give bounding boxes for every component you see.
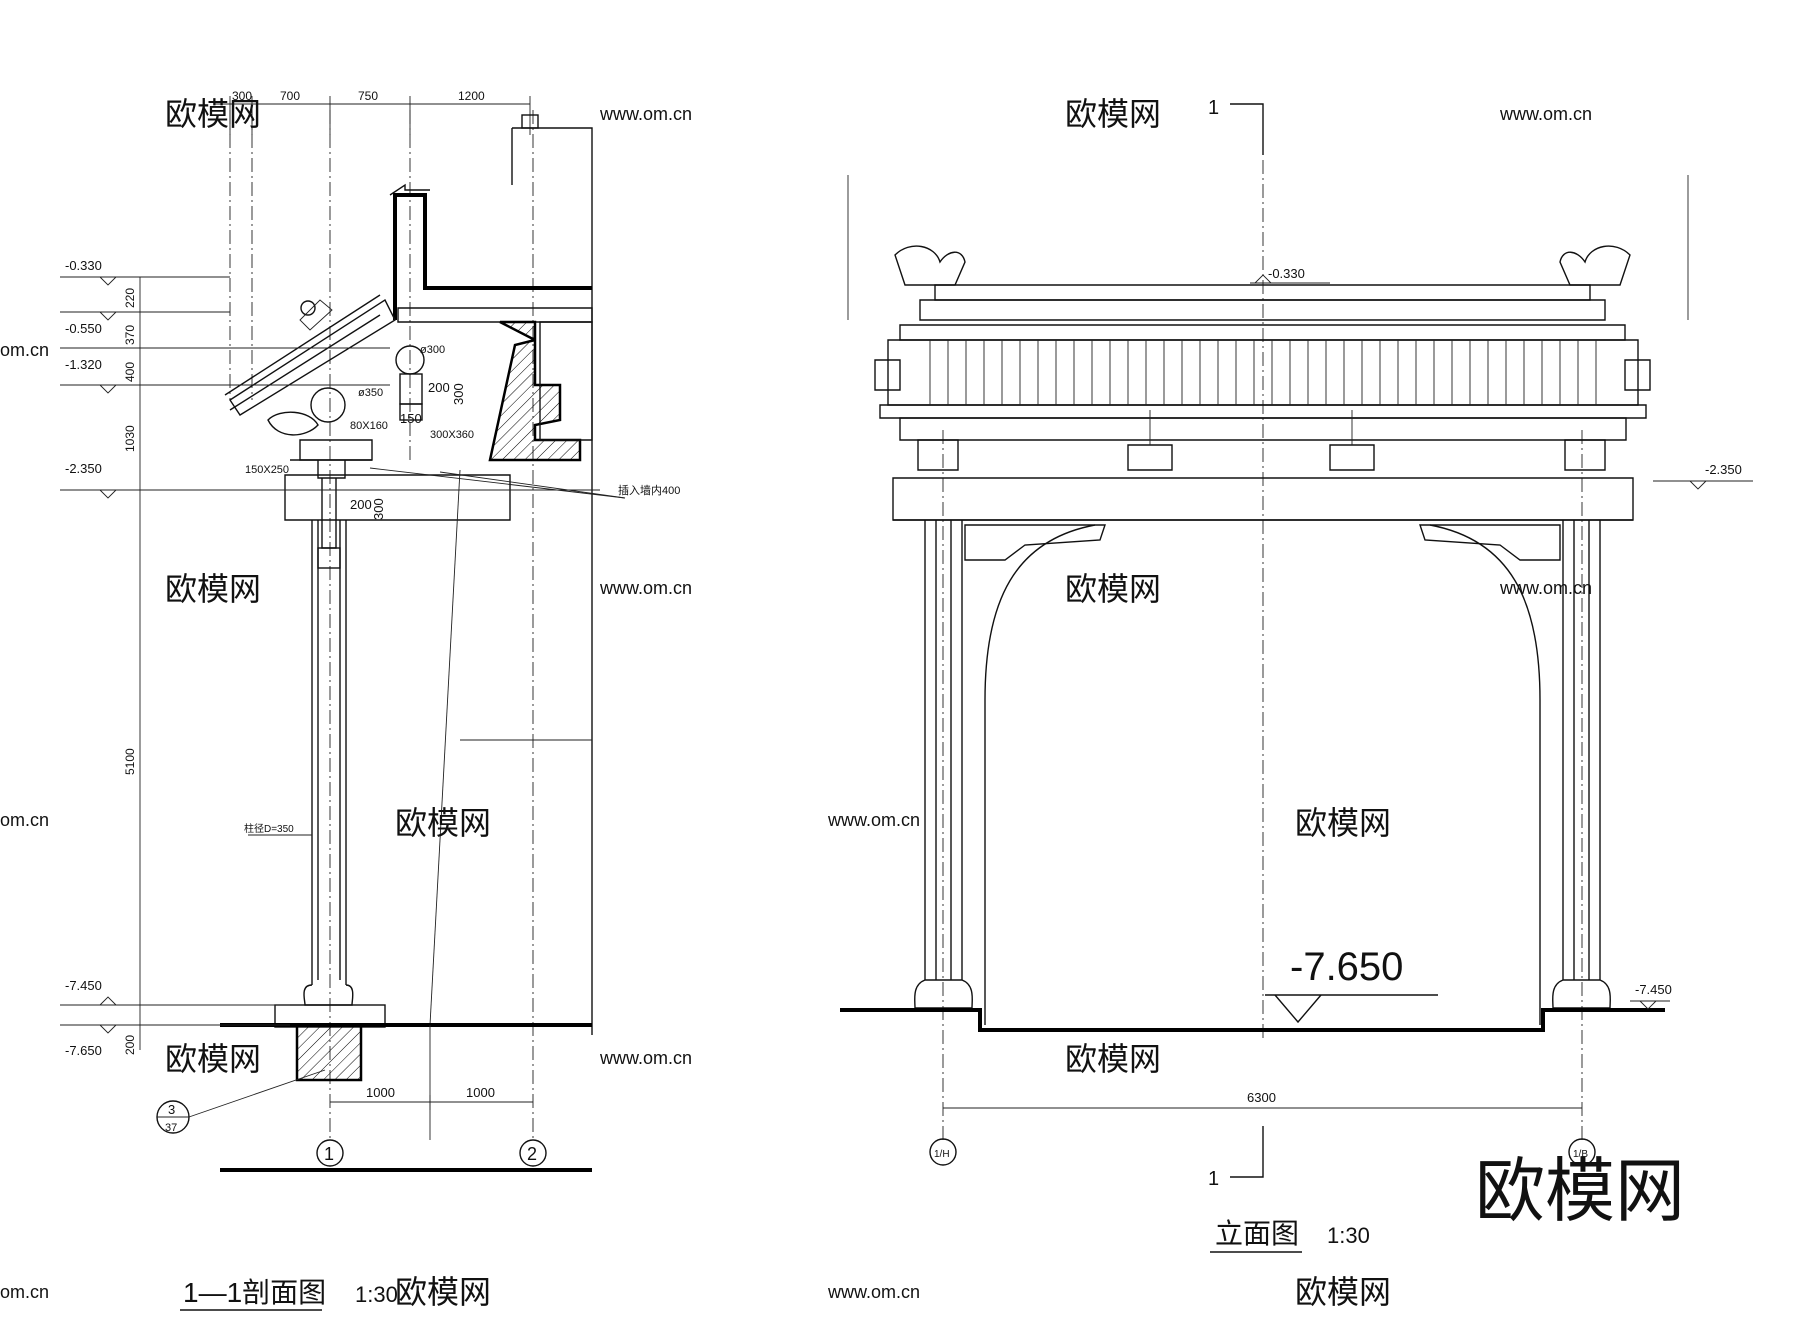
elev-level-floor: -7.650 [1290, 945, 1403, 989]
watermark-cn: 欧模网 [1065, 1041, 1161, 1077]
bracket-sets [917, 410, 1606, 471]
watermark-url-short: om.cn [0, 340, 49, 360]
section-title: 1—1剖面图 [183, 1277, 326, 1308]
dim-bottom-1000-b: 1000 [466, 1085, 495, 1100]
watermark-cn: 欧模网 [1065, 96, 1161, 132]
level-7650: -7.650 [65, 1043, 102, 1058]
axis-bubble-2: 2 [527, 1144, 537, 1164]
label-d350: ø350 [358, 387, 383, 399]
label-300-b: 300 [371, 498, 386, 520]
elev-span-dim: 6300 [1247, 1090, 1276, 1105]
label-80x160: 80X160 [350, 420, 388, 432]
level-0550: -0.550 [65, 321, 102, 336]
label-column-diameter: 柱径D=350 [244, 822, 294, 835]
watermark-cn: 欧模网 [1295, 805, 1391, 841]
elevation-scale: 1:30 [1327, 1223, 1370, 1248]
elevation-drawing: 1 1 [840, 97, 1753, 1253]
label-d300: ø300 [420, 344, 445, 356]
elev-level-beam: -2.350 [1705, 462, 1742, 477]
elev-axis-left: 1/H [934, 1149, 950, 1160]
section-scale: 1:30 [355, 1282, 398, 1307]
elevation-title: 立面图 [1215, 1218, 1299, 1249]
elev-axis-right: 1/B [1573, 1149, 1588, 1160]
section-level-markers: -0.330 -0.550 -1.320 -2.350 -7.450 -7.65… [60, 258, 600, 1058]
watermark-cn: 欧模网 [1065, 571, 1161, 607]
elev-level-roof: -0.330 [1268, 266, 1305, 281]
watermark-cn: 欧模网 [165, 96, 261, 132]
label-150x250: 150X250 [245, 464, 289, 476]
dim-top-1200: 1200 [458, 89, 485, 103]
watermark-url-short: om.cn [0, 810, 49, 830]
level-2350: -2.350 [65, 461, 102, 476]
dim-bottom-1000-a: 1000 [366, 1085, 395, 1100]
watermark-big-logo: 欧模网 [1475, 1152, 1685, 1230]
dim-side-400: 400 [123, 362, 137, 382]
watermark-cn: 欧模网 [395, 805, 491, 841]
watermark-cn: 欧模网 [165, 1041, 261, 1077]
watermark-url: www.om.cn [599, 104, 692, 124]
dim-side-5100: 5100 [123, 748, 137, 775]
roof-tile-ribs [929, 340, 1597, 405]
dim-side-370: 370 [123, 325, 137, 345]
label-insert: 插入墙内400 [618, 483, 680, 497]
watermark-cn: 欧模网 [1295, 1274, 1391, 1310]
dim-top-300: 300 [232, 89, 252, 103]
watermark-url: www.om.cn [827, 1282, 920, 1302]
dim-side-220: 220 [123, 288, 137, 308]
axis-bubble-1: 1 [324, 1144, 334, 1164]
elev-level-base: -7.450 [1635, 982, 1672, 997]
dim-side-1030: 1030 [123, 425, 137, 452]
label-300x360: 300X360 [430, 429, 474, 441]
label-200-b: 200 [350, 497, 372, 512]
level-7450: -7.450 [65, 978, 102, 993]
watermark-url: www.om.cn [599, 1048, 692, 1068]
level-0330: -0.330 [65, 258, 102, 273]
dim-side-200: 200 [123, 1035, 137, 1055]
watermark-url: www.om.cn [1499, 104, 1592, 124]
cut-marker-bottom: 1 [1208, 1168, 1219, 1190]
watermark-url: www.om.cn [1499, 578, 1592, 598]
level-1320: -1.320 [65, 357, 102, 372]
watermark-url-short: om.cn [0, 1282, 49, 1302]
label-200-a: 200 [428, 380, 450, 395]
dim-top-700: 700 [280, 89, 300, 103]
section-drawing: 300 700 750 1200 [60, 89, 680, 1311]
watermark-cn: 欧模网 [165, 571, 261, 607]
watermark-url: www.om.cn [827, 810, 920, 830]
watermark-cn: 欧模网 [395, 1274, 491, 1310]
dim-top-750: 750 [358, 89, 378, 103]
cut-marker-top: 1 [1208, 97, 1219, 119]
label-300-a: 300 [451, 383, 466, 405]
detail-callout-bottom: 37 [165, 1122, 177, 1134]
detail-callout-top: 3 [168, 1102, 175, 1117]
watermarks: 欧模网 www.om.cn 欧模网 www.om.cn om.cn 欧模网 ww… [0, 96, 1685, 1310]
watermark-url: www.om.cn [599, 578, 692, 598]
label-150: 150 [400, 411, 422, 426]
